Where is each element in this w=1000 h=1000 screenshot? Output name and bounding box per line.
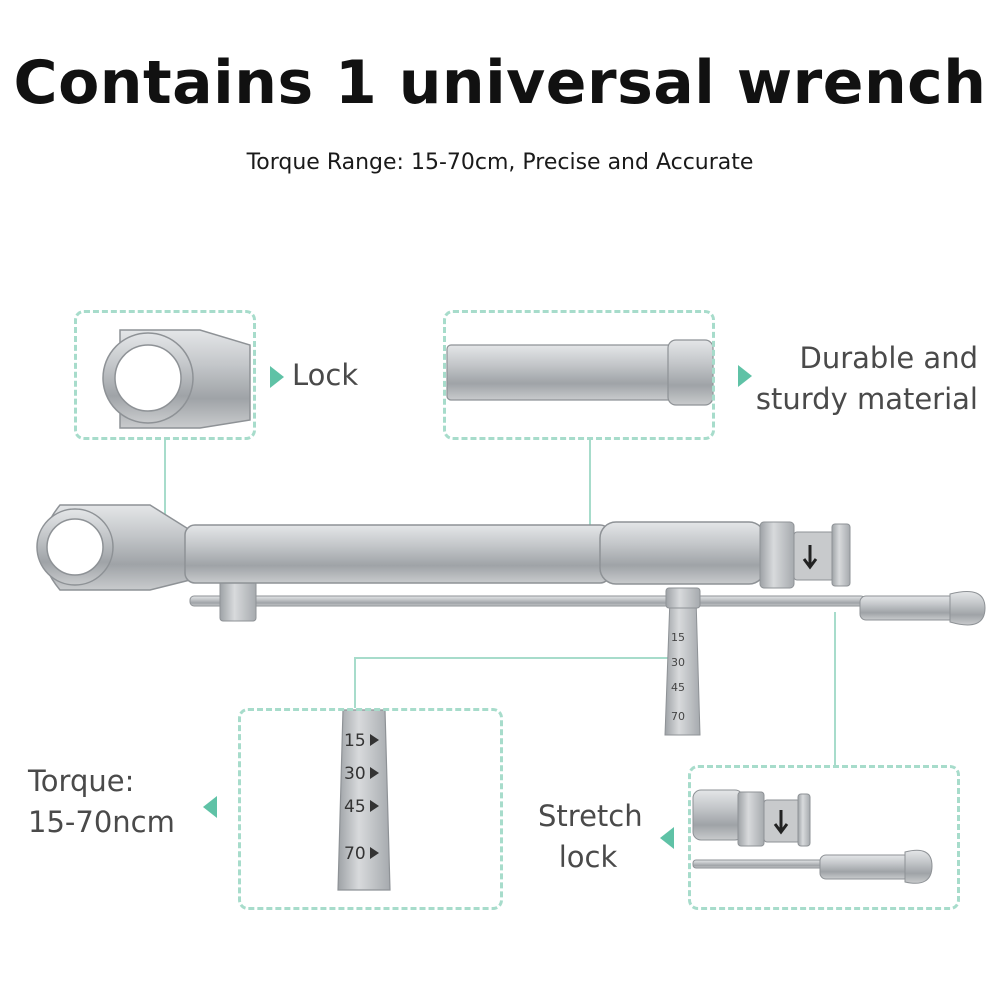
scale-triangles — [370, 734, 379, 859]
scale-mark-30: 30 — [344, 764, 366, 784]
stretch-lock-detail-box — [688, 765, 960, 910]
scale-mark-45: 45 — [344, 797, 366, 817]
stretch-pointer-icon — [660, 827, 674, 849]
scale-mark-70: 70 — [344, 844, 366, 864]
torque-label: Torque: 15-70ncm — [28, 764, 175, 839]
torque-pointer-icon — [203, 796, 217, 818]
connector-torque — [354, 657, 675, 708]
lock-detail-box — [74, 310, 256, 440]
lock-label: Lock — [292, 358, 359, 392]
material-detail-box — [443, 310, 715, 440]
scale-mark-30-small: 30 — [671, 656, 685, 669]
detail-lock-head — [102, 329, 251, 429]
wrench-main — [36, 504, 986, 736]
page-title: Contains 1 universal wrench — [13, 48, 987, 118]
page-subtitle: Torque Range: 15-70cm, Precise and Accur… — [246, 150, 754, 175]
detail-torque-scale-marks: 15 30 45 70 — [344, 731, 366, 864]
lock-pointer-icon — [270, 366, 284, 388]
torque-detail-box — [238, 708, 503, 910]
scale-mark-70-small: 70 — [671, 710, 685, 723]
scale-mark-45-small: 45 — [671, 681, 685, 694]
stretch-lock-label: Stretch lock — [538, 799, 643, 874]
scale-mark-15-small: 15 — [671, 631, 685, 644]
wrench-scale-small: 15 30 45 70 — [671, 631, 685, 723]
detail-handle-tube — [446, 339, 714, 406]
material-label: Durable and sturdy material — [755, 341, 978, 416]
detail-stretch-lock — [692, 789, 933, 884]
material-pointer-icon — [738, 365, 752, 387]
scale-mark-15: 15 — [344, 731, 366, 751]
